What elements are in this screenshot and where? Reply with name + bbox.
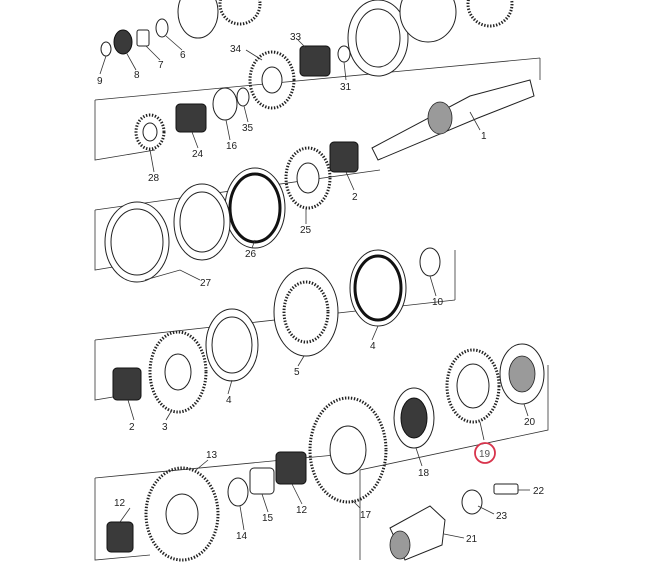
part-34-gear <box>248 50 296 110</box>
fourth-row-parts <box>112 247 441 414</box>
part-27-ring-inner <box>179 191 225 253</box>
part-21-flange-spline <box>389 530 411 560</box>
part-19-hub <box>456 363 490 409</box>
callout-6[interactable]: 6 <box>180 50 186 61</box>
callout-21[interactable]: 21 <box>466 534 478 545</box>
part-31-snap-ring <box>337 45 351 63</box>
part-5-hub-outer <box>273 267 339 357</box>
part-gear-top-right <box>466 0 514 28</box>
part-20-bearing-race <box>508 355 536 393</box>
part-16-washer <box>212 87 238 121</box>
part-33-bearing <box>299 45 331 77</box>
callout-25[interactable]: 25 <box>300 225 312 236</box>
part-12-bearing-b <box>275 451 307 485</box>
part-synchro-top <box>399 0 457 43</box>
top-row-parts <box>100 0 514 110</box>
part-13-gear <box>144 466 220 562</box>
callout-13[interactable]: 13 <box>206 450 218 461</box>
part-7-spacer <box>136 29 150 47</box>
callout-12-b[interactable]: 12 <box>296 505 308 516</box>
part-gear-top <box>218 0 262 26</box>
part-34-hub <box>261 66 283 94</box>
part-22-bolt <box>493 483 519 495</box>
part-8-bearing <box>113 29 133 55</box>
part-24-bearing <box>175 103 207 133</box>
part-26-ring-friction <box>228 172 282 244</box>
frame-top-left <box>94 100 156 161</box>
part-2-bearing-a <box>329 141 359 173</box>
part-1-shaft <box>371 79 535 161</box>
part-26-ring-outer <box>224 167 286 249</box>
right-cluster-parts <box>106 343 545 562</box>
callout-labels: 9 8 7 6 34 33 31 35 16 24 28 1 2 25 26 2… <box>97 32 545 545</box>
callout-4-b[interactable]: 4 <box>370 341 376 352</box>
part-28-gear <box>134 113 166 151</box>
part-1-shaft-spline <box>427 101 453 135</box>
callout-18[interactable]: 18 <box>418 468 430 479</box>
frame-bottom-left <box>94 478 151 561</box>
callout-31[interactable]: 31 <box>340 82 352 93</box>
frame-top-edge <box>94 57 541 101</box>
part-5-hub-spline <box>282 280 330 344</box>
part-18-bearing <box>400 397 428 439</box>
callout-4-a[interactable]: 4 <box>226 395 232 406</box>
part-15-spacer <box>249 467 275 495</box>
part-28-hub <box>142 122 158 142</box>
part-14-washer <box>227 477 249 507</box>
part-35-ring <box>236 87 250 107</box>
part-25-gear <box>284 146 332 210</box>
callout-12-a[interactable]: 12 <box>114 498 126 509</box>
callout-17[interactable]: 17 <box>360 510 372 521</box>
callout-24[interactable]: 24 <box>192 149 204 160</box>
part-17-gear <box>308 396 388 504</box>
part-6-washer <box>155 18 169 38</box>
second-row-parts <box>134 79 535 210</box>
part-17-hub <box>329 425 367 475</box>
callout-2-b[interactable]: 2 <box>129 422 135 433</box>
highlight-ring-callout-19[interactable] <box>474 442 496 464</box>
callout-22[interactable]: 22 <box>533 486 545 497</box>
part-13-hub <box>165 493 199 535</box>
part-4-ring-b-friction <box>353 254 403 322</box>
callout-33[interactable]: 33 <box>290 32 302 43</box>
callout-28[interactable]: 28 <box>148 173 160 184</box>
frame-right <box>359 365 549 560</box>
third-row-parts <box>104 167 286 283</box>
part-3-hub <box>164 353 192 391</box>
callout-35[interactable]: 35 <box>242 123 254 134</box>
callout-19[interactable]: 19 <box>479 449 491 460</box>
part-23-washer <box>461 489 483 515</box>
part-ring-right-inner <box>355 8 401 68</box>
callout-2-a[interactable]: 2 <box>352 192 358 203</box>
part-19-gear <box>445 348 501 424</box>
callout-23[interactable]: 23 <box>496 511 508 522</box>
callout-14[interactable]: 14 <box>236 531 248 542</box>
callout-9[interactable]: 9 <box>97 76 103 87</box>
callout-8[interactable]: 8 <box>134 70 140 81</box>
callout-5[interactable]: 5 <box>294 367 300 378</box>
part-3-gear <box>148 330 208 414</box>
callout-10[interactable]: 10 <box>432 297 444 308</box>
callout-34[interactable]: 34 <box>230 44 242 55</box>
part-2-bearing-b <box>112 367 142 401</box>
callout-3[interactable]: 3 <box>162 422 168 433</box>
part-25-hub <box>296 162 320 194</box>
callout-15[interactable]: 15 <box>262 513 274 524</box>
callout-26[interactable]: 26 <box>245 249 257 260</box>
callout-16[interactable]: 16 <box>226 141 238 152</box>
part-9-snap-ring <box>100 41 112 57</box>
part-4-ring-b <box>349 249 407 327</box>
part-12-bearing-a <box>106 521 134 553</box>
leader-lines <box>99 35 530 539</box>
part-4-ring-a-inner <box>211 316 253 374</box>
callout-27[interactable]: 27 <box>200 278 212 289</box>
callout-1[interactable]: 1 <box>481 131 487 142</box>
part-10-snap-ring <box>419 247 441 277</box>
callout-7[interactable]: 7 <box>158 60 164 71</box>
callout-20[interactable]: 20 <box>524 417 536 428</box>
part-27-sleeve-inner <box>110 208 164 276</box>
part-ring-top <box>177 0 219 39</box>
